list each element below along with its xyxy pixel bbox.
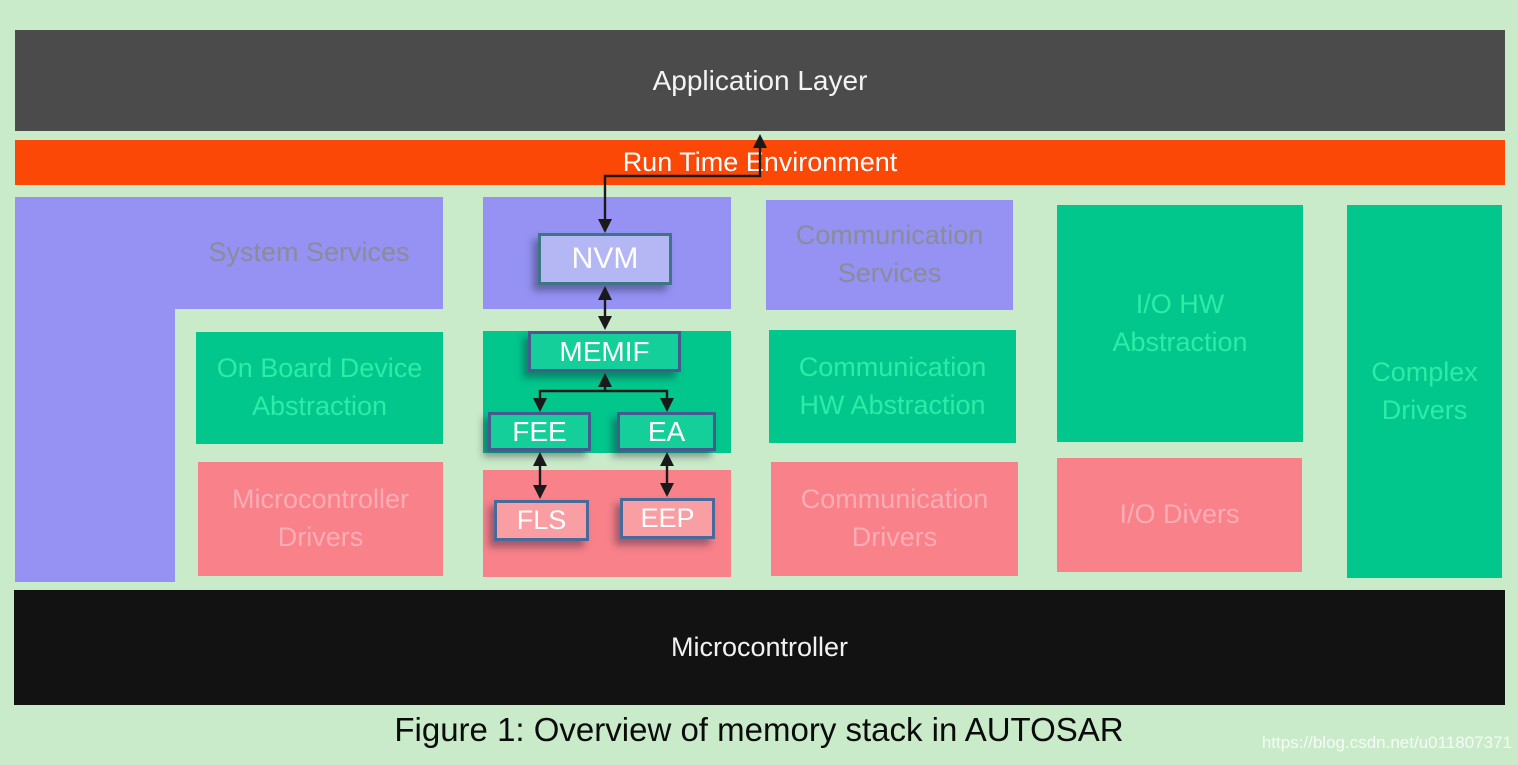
io-hw-abstraction-block: I/O HW Abstraction	[1057, 205, 1303, 442]
fls-module-box: FLS	[494, 500, 589, 541]
on-board-device-abstraction-block: On Board Device Abstraction	[196, 332, 443, 444]
runtime-environment-bar: Run Time Environment	[15, 140, 1505, 185]
system-services-block-column	[15, 197, 175, 582]
complex-drivers-block: Complex Drivers	[1347, 205, 1502, 578]
microcontroller-bar: Microcontroller	[14, 590, 1505, 705]
system-services-label: System Services	[208, 237, 410, 268]
application-layer-bar: Application Layer	[15, 30, 1505, 131]
communication-hw-abstraction-block: Communication HW Abstraction	[769, 330, 1016, 443]
microcontroller-label: Microcontroller	[670, 632, 849, 662]
eep-module-box: EEP	[620, 498, 715, 539]
application-layer-label: Application Layer	[652, 64, 868, 96]
communication-drivers-block: Communication Drivers	[771, 462, 1018, 576]
ea-module-box: EA	[617, 412, 716, 451]
figure-caption: Figure 1: Overview of memory stack in AU…	[394, 711, 1124, 748]
communication-services-block: Communication Services	[766, 200, 1013, 310]
microcontroller-drivers-block: Microcontroller Drivers	[198, 462, 443, 576]
runtime-environment-label: Run Time Environment	[622, 147, 898, 177]
io-drivers-block: I/O Divers	[1057, 458, 1302, 572]
watermark: https://blog.csdn.net/u011807371	[1261, 733, 1512, 752]
memif-module-box: MEMIF	[528, 331, 681, 372]
fee-module-box: FEE	[488, 412, 591, 451]
nvm-module-box: NVM	[538, 233, 672, 285]
